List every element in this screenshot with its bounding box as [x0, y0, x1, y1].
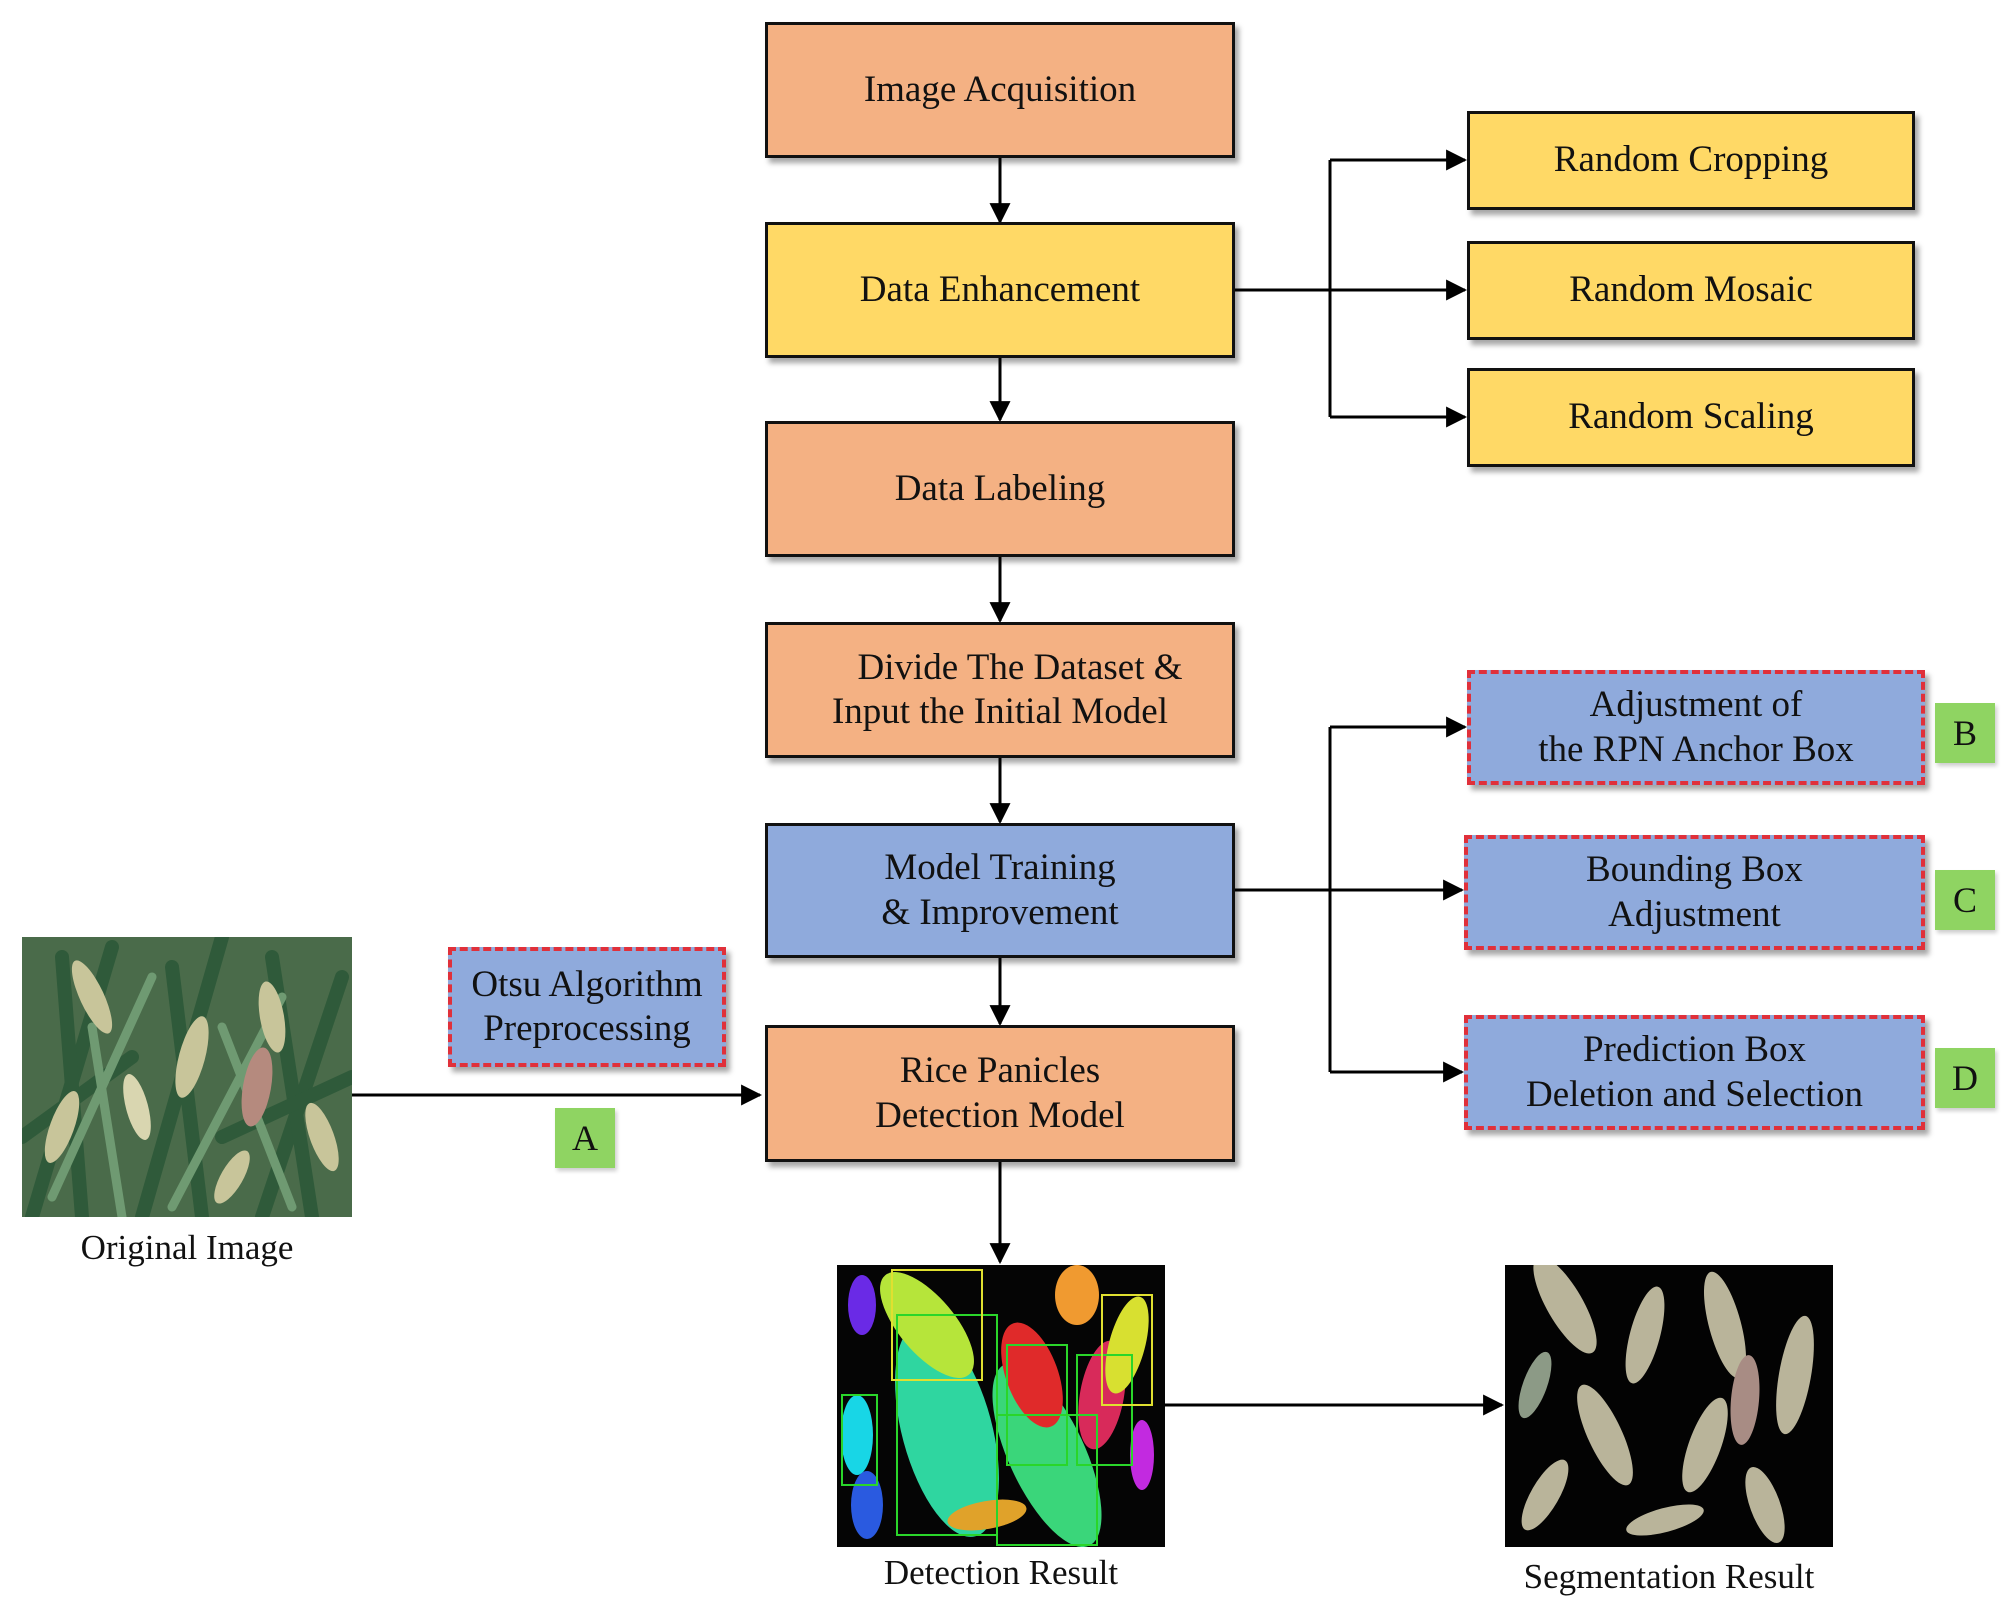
tag-c: C — [1935, 870, 1995, 930]
divide-dataset-box: Divide The Dataset & Input the Initial M… — [765, 622, 1235, 758]
tag-d: D — [1935, 1048, 1995, 1108]
model-training-box: Model Training & Improvement — [765, 823, 1235, 958]
detection-model-box: Rice Panicles Detection Model — [765, 1025, 1235, 1162]
prediction-box-label-line1: Prediction Box — [1582, 1029, 1806, 1071]
tag-b: B — [1935, 703, 1995, 763]
original-rice-image — [22, 937, 352, 1217]
otsu-label-line2: Preprocessing — [483, 1008, 691, 1049]
prediction-box-deletion-box: Prediction Box Deletion and Selection — [1464, 1015, 1925, 1130]
random-scaling-box: Random Scaling — [1467, 368, 1915, 467]
bounding-box-label-line1: Bounding Box — [1586, 849, 1803, 891]
rpn-anchor-box: Adjustment of the RPN Anchor Box — [1467, 670, 1925, 785]
detection-model-label-line1: Rice Panicles — [899, 1050, 1101, 1092]
tag-a: A — [555, 1108, 615, 1168]
model-training-label-line2: & Improvement — [881, 891, 1119, 933]
segmentation-result-caption: Segmentation Result — [1523, 1557, 1815, 1596]
random-scaling-label: Random Scaling — [1568, 396, 1814, 438]
detection-result-image — [837, 1265, 1165, 1547]
detection-model-label-line2: Detection Model — [875, 1094, 1125, 1136]
data-enhancement-label: Data Enhancement — [859, 268, 1141, 310]
original-image-caption: Original Image — [80, 1228, 294, 1267]
random-mosaic-label: Random Mosaic — [1569, 269, 1813, 311]
bounding-box-adjustment-box: Bounding Box Adjustment — [1464, 835, 1925, 950]
divide-dataset-label-line1: Divide The Dataset & — [857, 646, 1183, 688]
otsu-label-line1: Otsu Algorithm — [471, 963, 703, 1005]
rpn-anchor-label-line1: Adjustment of — [1589, 684, 1803, 726]
image-acquisition-box: Image Acquisition — [765, 22, 1235, 158]
random-cropping-label: Random Cropping — [1553, 139, 1829, 181]
segmentation-result-image — [1505, 1265, 1833, 1547]
data-labeling-label: Data Labeling — [894, 467, 1106, 509]
data-enhancement-box: Data Enhancement — [765, 222, 1235, 358]
detection-result-caption: Detection Result — [883, 1553, 1119, 1592]
random-cropping-box: Random Cropping — [1467, 111, 1915, 210]
data-labeling-box: Data Labeling — [765, 421, 1235, 557]
divide-dataset-label-line2: Input the Initial Model — [831, 691, 1169, 732]
image-acquisition-label: Image Acquisition — [863, 68, 1137, 110]
prediction-box-label-line2: Deletion and Selection — [1525, 1073, 1863, 1115]
random-mosaic-box: Random Mosaic — [1467, 241, 1915, 340]
otsu-preprocessing-box: Otsu Algorithm Preprocessing — [448, 947, 726, 1067]
bounding-box-label-line2: Adjustment — [1608, 893, 1781, 935]
rpn-anchor-label-line2: the RPN Anchor Box — [1538, 728, 1854, 770]
model-training-label-line1: Model Training — [884, 847, 1116, 889]
